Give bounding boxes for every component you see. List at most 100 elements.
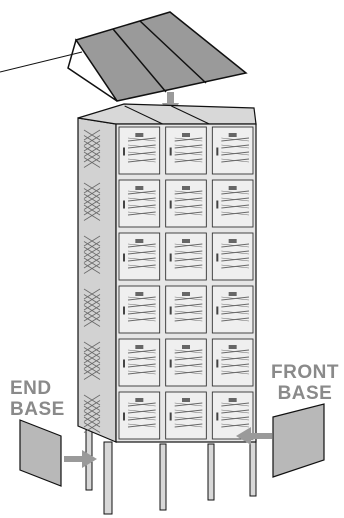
- side-vent-line: [83, 347, 101, 358]
- side-vent-line: [83, 288, 101, 300]
- door-handle: [216, 306, 219, 315]
- door-handle: [169, 359, 172, 368]
- door-vent-line: [127, 402, 156, 407]
- side-vent-line: [83, 193, 101, 205]
- door-vent-line: [174, 317, 203, 322]
- side-vent-line: [83, 252, 101, 263]
- front-base-arrow-icon: [236, 427, 272, 445]
- locker-leg: [159, 443, 167, 511]
- door-vent-line: [127, 257, 156, 262]
- side-vent-line: [83, 400, 101, 411]
- door-vent-line: [127, 296, 156, 301]
- door-number-plate: [135, 239, 144, 243]
- door-handle: [123, 200, 125, 209]
- side-vent-line: [83, 316, 101, 327]
- door-vent-line: [127, 190, 156, 195]
- door-vent-line: [127, 416, 156, 421]
- door-number-plate: [228, 133, 237, 137]
- door-vent-line: [221, 264, 250, 269]
- side-vent-line: [83, 358, 101, 369]
- end-base-panel: [19, 419, 62, 487]
- end-base-arrow-icon: [64, 450, 97, 468]
- door-vent-line: [174, 264, 203, 269]
- door-number-plate: [135, 186, 144, 190]
- door-vent-line: [221, 204, 250, 209]
- door-vent-line: [221, 363, 250, 368]
- side-vent-line: [83, 257, 101, 269]
- door-vent-line: [127, 158, 156, 163]
- door-vent-line: [221, 317, 250, 322]
- door-vent-line: [221, 356, 250, 361]
- end-base-label-line2: BASE: [10, 399, 65, 420]
- door-vent-line: [221, 349, 250, 354]
- slope-top-seam: [112, 28, 167, 93]
- door-number-plate: [182, 398, 190, 402]
- front-base-label: FRONT BASE: [271, 362, 339, 404]
- locker-front-face: [115, 123, 257, 443]
- door-vent-line: [221, 197, 250, 202]
- door-number-plate: [182, 345, 190, 349]
- side-vent-line: [83, 140, 101, 152]
- door-vent-line: [174, 190, 203, 195]
- door-vent-line: [174, 243, 203, 248]
- side-vent-line: [83, 422, 101, 433]
- locker-side-face: [77, 117, 117, 443]
- door-vent-line: [174, 409, 203, 414]
- door-vent-line: [127, 204, 156, 209]
- door-vent-line: [221, 190, 250, 195]
- door-number-plate: [228, 398, 237, 402]
- door-vent-line: [221, 151, 250, 156]
- end-base-label: END BASE: [10, 378, 65, 420]
- side-vent-line: [83, 369, 101, 380]
- side-vent-line: [83, 182, 101, 194]
- door-vent-line: [174, 257, 203, 262]
- door-vent-line: [127, 264, 156, 269]
- door-vent-line: [221, 158, 250, 163]
- end-base-label-line1: END: [10, 378, 52, 399]
- door-vent-line: [221, 310, 250, 315]
- door-number-plate: [135, 292, 144, 296]
- door-vent-line: [127, 197, 156, 202]
- door-vent-line: [174, 402, 203, 407]
- side-vent-line: [83, 305, 101, 316]
- front-base-panel: [272, 403, 325, 478]
- door-vent-line: [221, 296, 250, 301]
- side-vent-line: [83, 188, 101, 199]
- door-number-plate: [135, 133, 144, 137]
- door-vent-line: [127, 243, 156, 248]
- door-number-plate: [228, 345, 237, 349]
- door-vent-line: [174, 137, 203, 142]
- door-vent-line: [174, 151, 203, 156]
- side-vent-line: [83, 210, 101, 221]
- door-vent-line: [127, 137, 156, 142]
- door-vent-line: [174, 356, 203, 361]
- door-vent-line: [174, 144, 203, 149]
- door-number-plate: [182, 292, 190, 296]
- door-vent-line: [127, 144, 156, 149]
- door-vent-line: [127, 317, 156, 322]
- door-vent-line: [127, 363, 156, 368]
- side-vent-line: [83, 394, 101, 406]
- door-handle: [216, 359, 219, 368]
- door-handle: [216, 253, 219, 262]
- door-vent-line: [221, 409, 250, 414]
- door-vent-line: [221, 211, 250, 216]
- locker-leg: [249, 441, 257, 497]
- door-handle: [169, 147, 172, 156]
- door-vent-line: [221, 303, 250, 308]
- door-vent-line: [221, 402, 250, 407]
- door-handle: [169, 306, 172, 315]
- locker-bank: [77, 103, 257, 515]
- side-vent-line: [83, 246, 101, 258]
- side-vent-line: [83, 157, 101, 168]
- side-vent-line: [83, 146, 101, 157]
- side-vent-line: [83, 199, 101, 210]
- side-vent-line: [83, 310, 101, 322]
- side-vent-line: [83, 294, 101, 305]
- door-vent-line: [174, 370, 203, 375]
- locker-leg: [207, 443, 215, 501]
- door-handle: [169, 412, 172, 421]
- locker-top-face: [77, 103, 257, 125]
- door-vent-line: [127, 211, 156, 216]
- door-handle: [123, 306, 125, 315]
